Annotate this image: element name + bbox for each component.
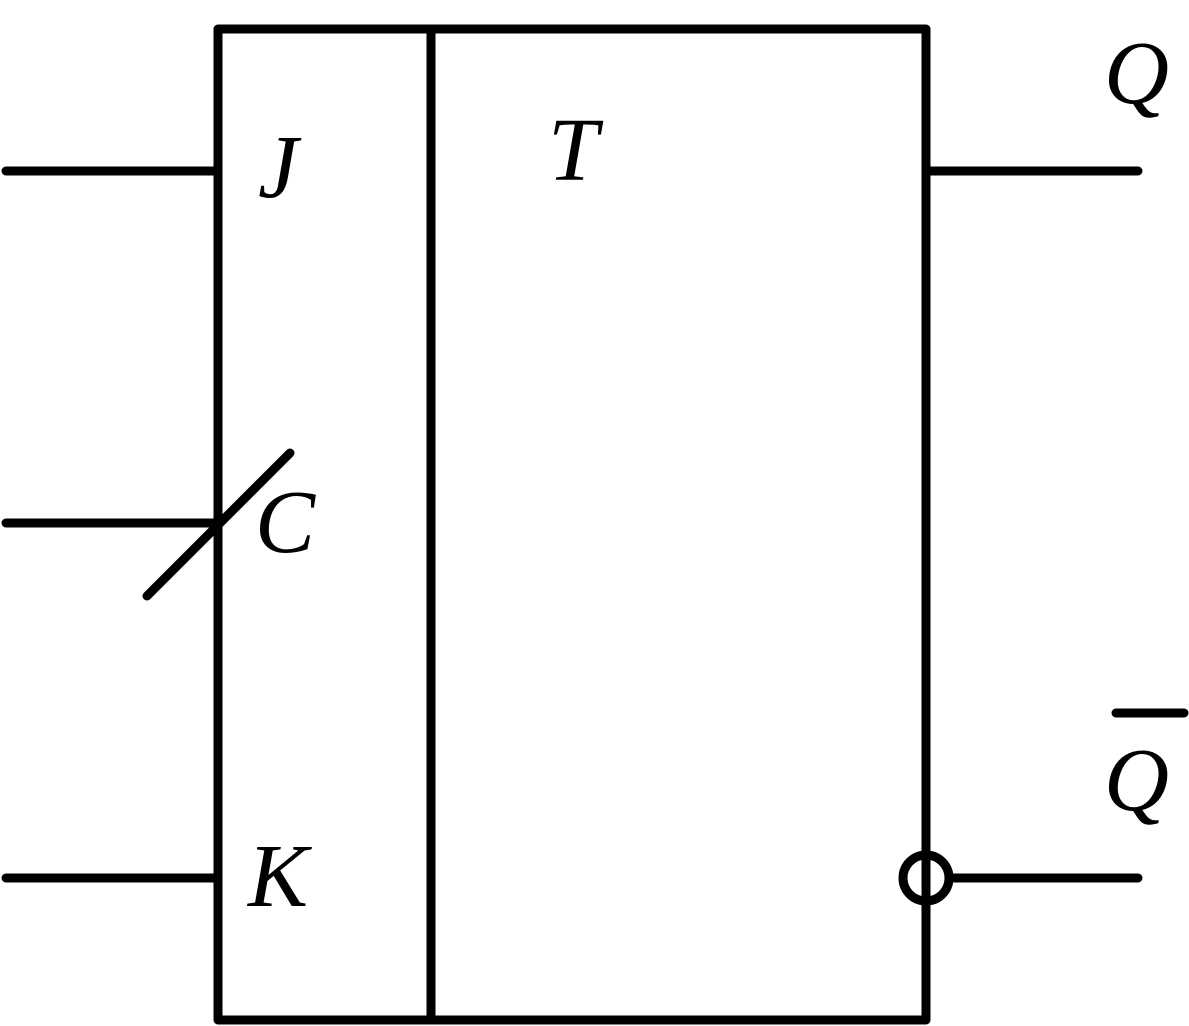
block-function-label: T: [548, 101, 604, 200]
input-j-label: J: [258, 118, 302, 217]
clock-edge-marker: [142, 448, 295, 601]
output-q-bar-label: Q: [1104, 731, 1169, 830]
inversion-bubble: [898, 850, 954, 906]
output-q-label: Q: [1104, 24, 1169, 123]
input-c-label: C: [255, 473, 316, 572]
input-k-label: K: [246, 827, 312, 926]
